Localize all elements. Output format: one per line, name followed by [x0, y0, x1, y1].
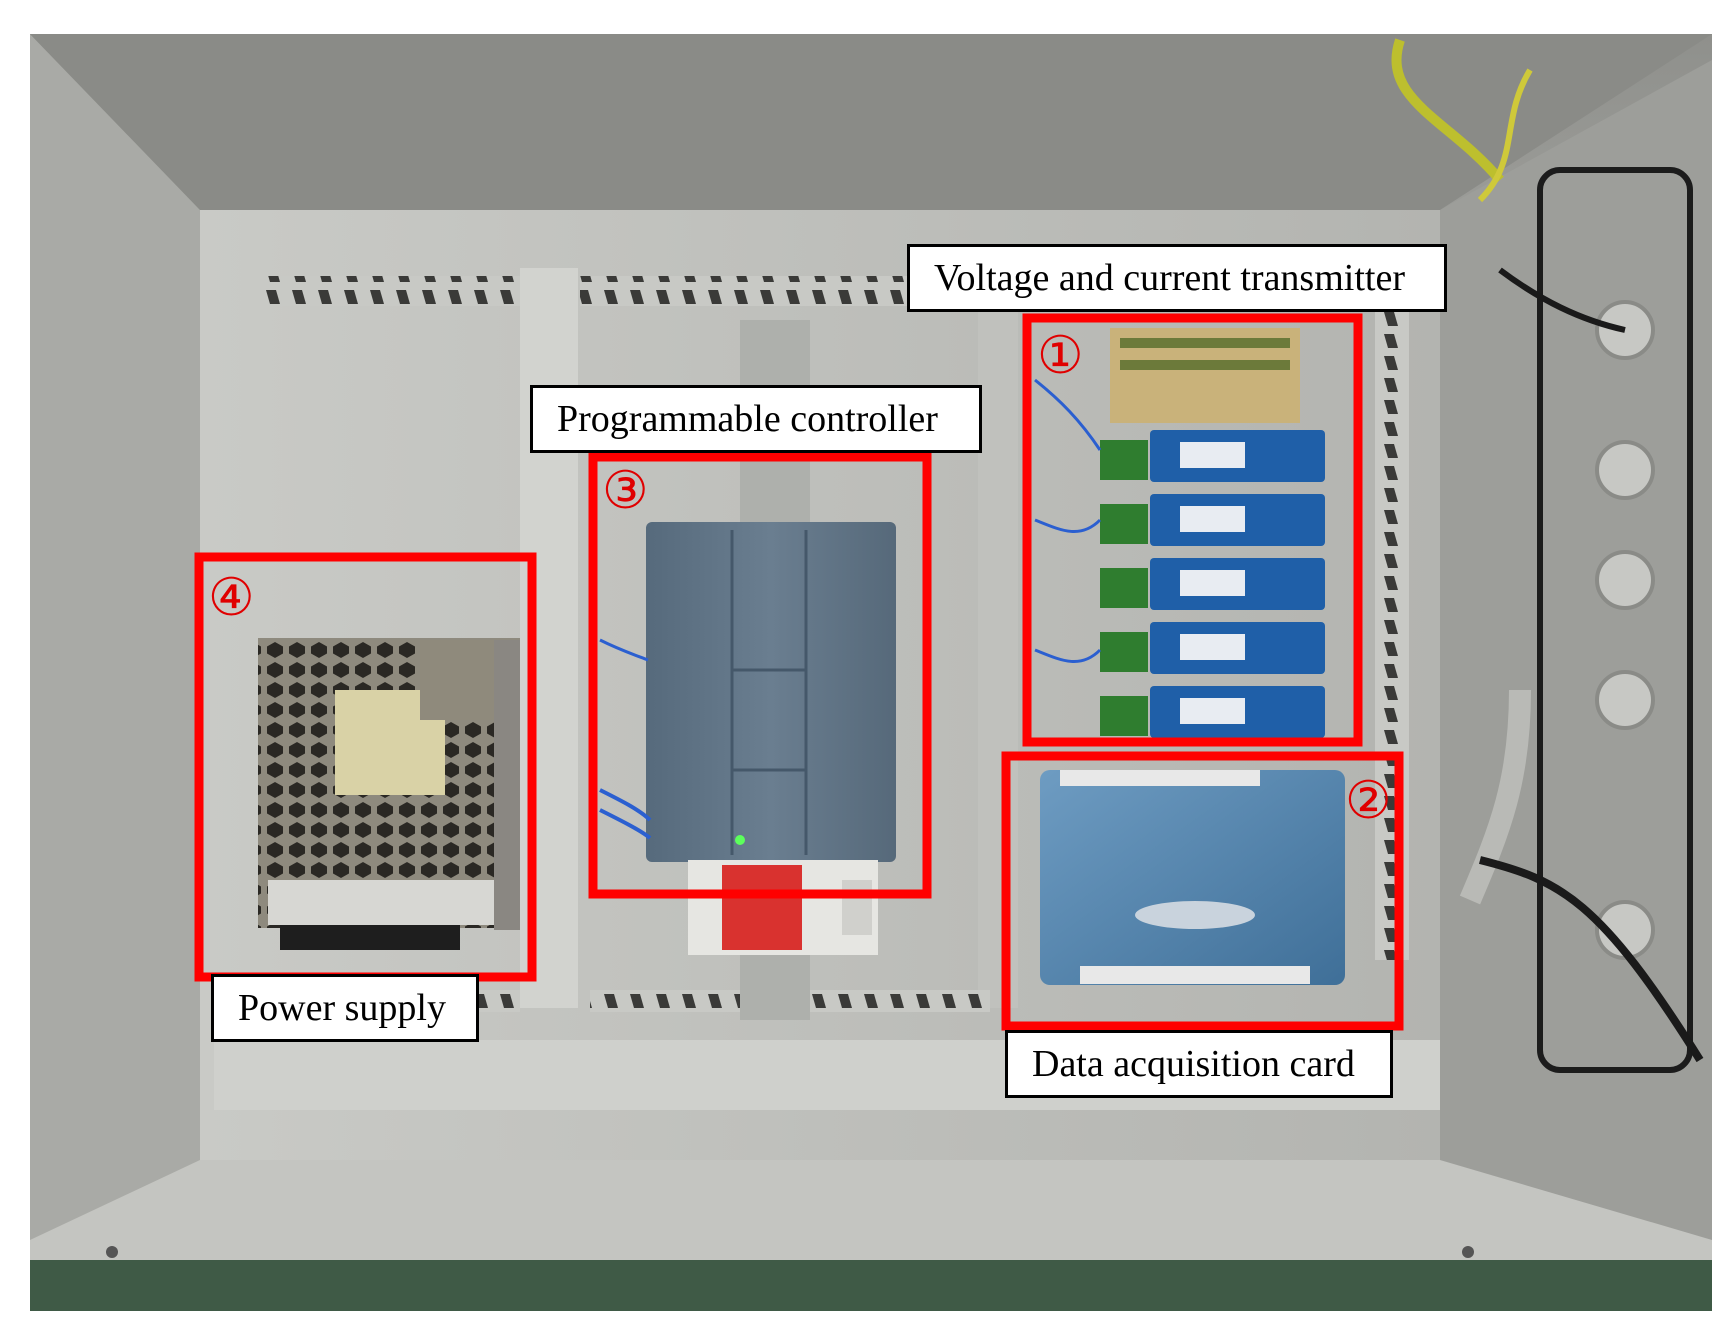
- highlight-box-plc: [588, 452, 932, 899]
- marker-power: ④: [208, 568, 255, 628]
- marker-plc: ③: [602, 461, 649, 521]
- label-transmitter: Voltage and current transmitter: [907, 244, 1447, 312]
- marker-daq: ②: [1345, 771, 1392, 831]
- label-daq: Data acquisition card: [1005, 1030, 1393, 1098]
- label-power: Power supply: [211, 974, 479, 1042]
- highlight-box-daq: [1001, 751, 1404, 1031]
- marker-transmitter: ①: [1037, 326, 1084, 386]
- highlight-box-transmitter: [1022, 313, 1363, 747]
- label-plc: Programmable controller: [530, 385, 982, 453]
